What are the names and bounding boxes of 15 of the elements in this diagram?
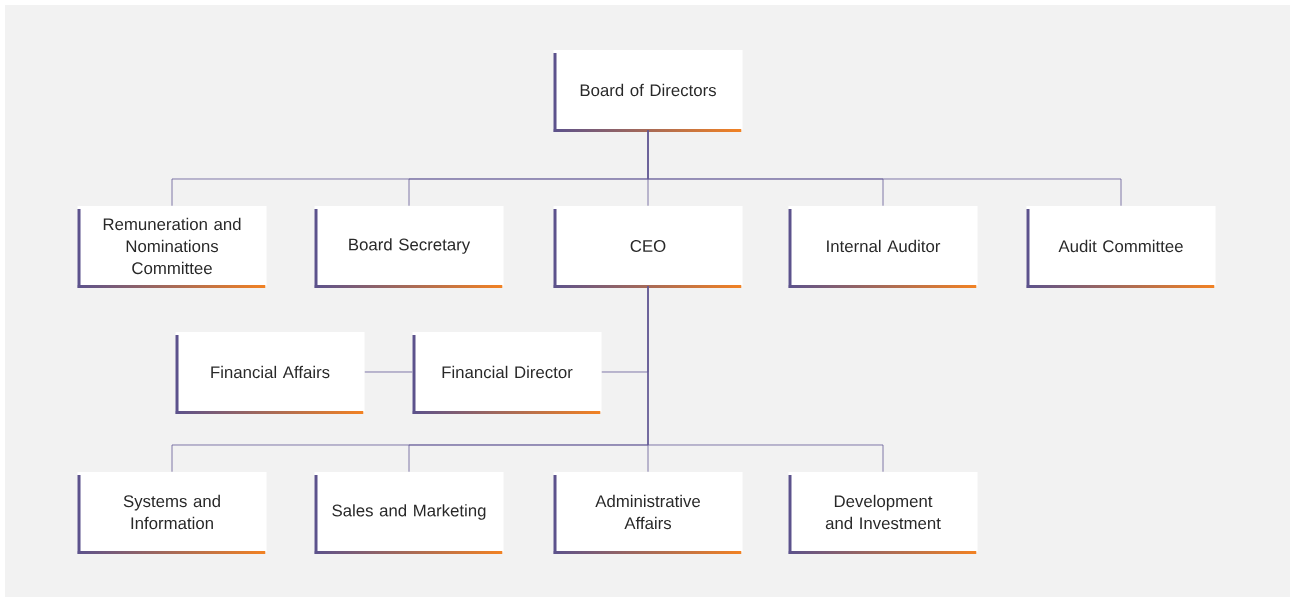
org-box: Audit Committee <box>1026 206 1216 288</box>
connector-line <box>647 285 884 473</box>
connector-line <box>364 371 413 373</box>
connector-line <box>647 129 1122 207</box>
org-box: Administrative Affairs <box>553 472 743 554</box>
org-box: Remuneration and Nominations Committee <box>77 206 267 288</box>
org-box: Board Secretary <box>314 206 504 288</box>
org-box: Systems and Information <box>77 472 267 554</box>
org-box: Development and Investment <box>788 472 978 554</box>
org-box: Internal Auditor <box>788 206 978 288</box>
org-box: Board of Directors <box>553 50 743 132</box>
org-box: CEO <box>553 206 743 288</box>
org-box: Financial Director <box>412 332 602 414</box>
org-box: Sales and Marketing <box>314 472 504 554</box>
org-box: Financial Affairs <box>175 332 365 414</box>
